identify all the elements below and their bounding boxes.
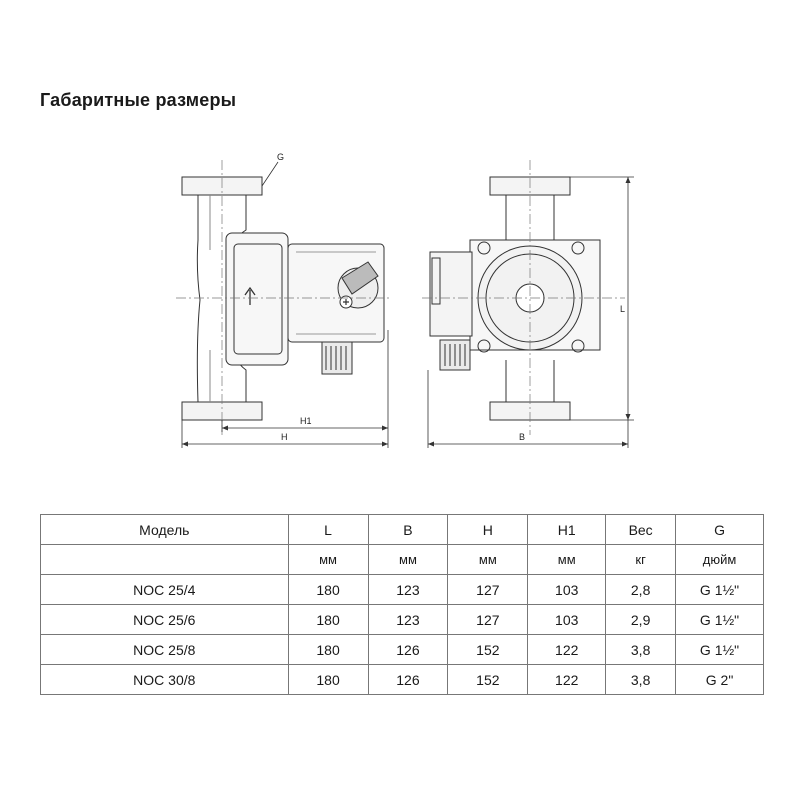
cell-b: 123 — [367, 574, 449, 605]
pump-front-view — [429, 176, 601, 421]
label-b: B — [519, 432, 525, 442]
cell-g: G 1½" — [675, 634, 764, 665]
cell-h1: 103 — [527, 574, 607, 605]
cell-g: G 2" — [675, 664, 764, 695]
unit-b: мм — [367, 544, 449, 575]
cell-model: NOC 25/6 — [40, 604, 289, 635]
unit-model — [40, 544, 289, 575]
cell-h: 127 — [447, 604, 529, 635]
header-h: H — [447, 514, 529, 545]
page-title: Габаритные размеры — [40, 90, 237, 110]
cell-l: 180 — [287, 604, 369, 635]
cell-model: NOC 30/8 — [40, 664, 289, 695]
label-l: L — [620, 304, 625, 314]
unit-g: дюйм — [675, 544, 764, 575]
cell-h1: 122 — [527, 664, 607, 695]
cell-h1: 122 — [527, 634, 607, 665]
spec-table: Модель L B H H1 Вес G мм мм мм мм кг дюй… — [40, 514, 764, 695]
cell-l: 180 — [287, 574, 369, 605]
table-row: NOC 25/8 180 126 152 122 3,8 G 1½" — [40, 634, 764, 665]
cell-h: 152 — [447, 634, 529, 665]
header-l: L — [287, 514, 369, 545]
table-units-row: мм мм мм мм кг дюйм — [40, 544, 764, 575]
unit-h1: мм — [527, 544, 607, 575]
header-g: G — [675, 514, 764, 545]
cell-h: 152 — [447, 664, 529, 695]
table-row: NOC 25/4 180 123 127 103 2,8 G 1½" — [40, 574, 764, 605]
cell-model: NOC 25/4 — [40, 574, 289, 605]
cell-g: G 1½" — [675, 574, 764, 605]
label-h1: H1 — [300, 416, 312, 426]
unit-weight: кг — [605, 544, 677, 575]
cell-g: G 1½" — [675, 604, 764, 635]
unit-l: мм — [287, 544, 369, 575]
dimension-drawing: G H1 H B L — [176, 152, 634, 448]
cell-l: 180 — [287, 664, 369, 695]
cell-weight: 2,8 — [605, 574, 677, 605]
table-header-row: Модель L B H H1 Вес G — [40, 514, 764, 545]
cell-b: 126 — [367, 664, 449, 695]
table-row: NOC 25/6 180 123 127 103 2,9 G 1½" — [40, 604, 764, 635]
header-model: Модель — [40, 514, 289, 545]
cell-b: 123 — [367, 604, 449, 635]
cell-model: NOC 25/8 — [40, 634, 289, 665]
header-b: B — [367, 514, 449, 545]
label-h: H — [281, 432, 288, 442]
header-weight: Вес — [605, 514, 677, 545]
header-h1: H1 — [527, 514, 607, 545]
cell-h: 127 — [447, 574, 529, 605]
cell-weight: 2,9 — [605, 604, 677, 635]
pump-side-view — [181, 161, 385, 421]
cell-weight: 3,8 — [605, 634, 677, 665]
cell-h1: 103 — [527, 604, 607, 635]
unit-h: мм — [447, 544, 529, 575]
cell-l: 180 — [287, 634, 369, 665]
cell-b: 126 — [367, 634, 449, 665]
label-g: G — [277, 152, 284, 162]
table-row: NOC 30/8 180 126 152 122 3,8 G 2" — [40, 664, 764, 695]
cell-weight: 3,8 — [605, 664, 677, 695]
